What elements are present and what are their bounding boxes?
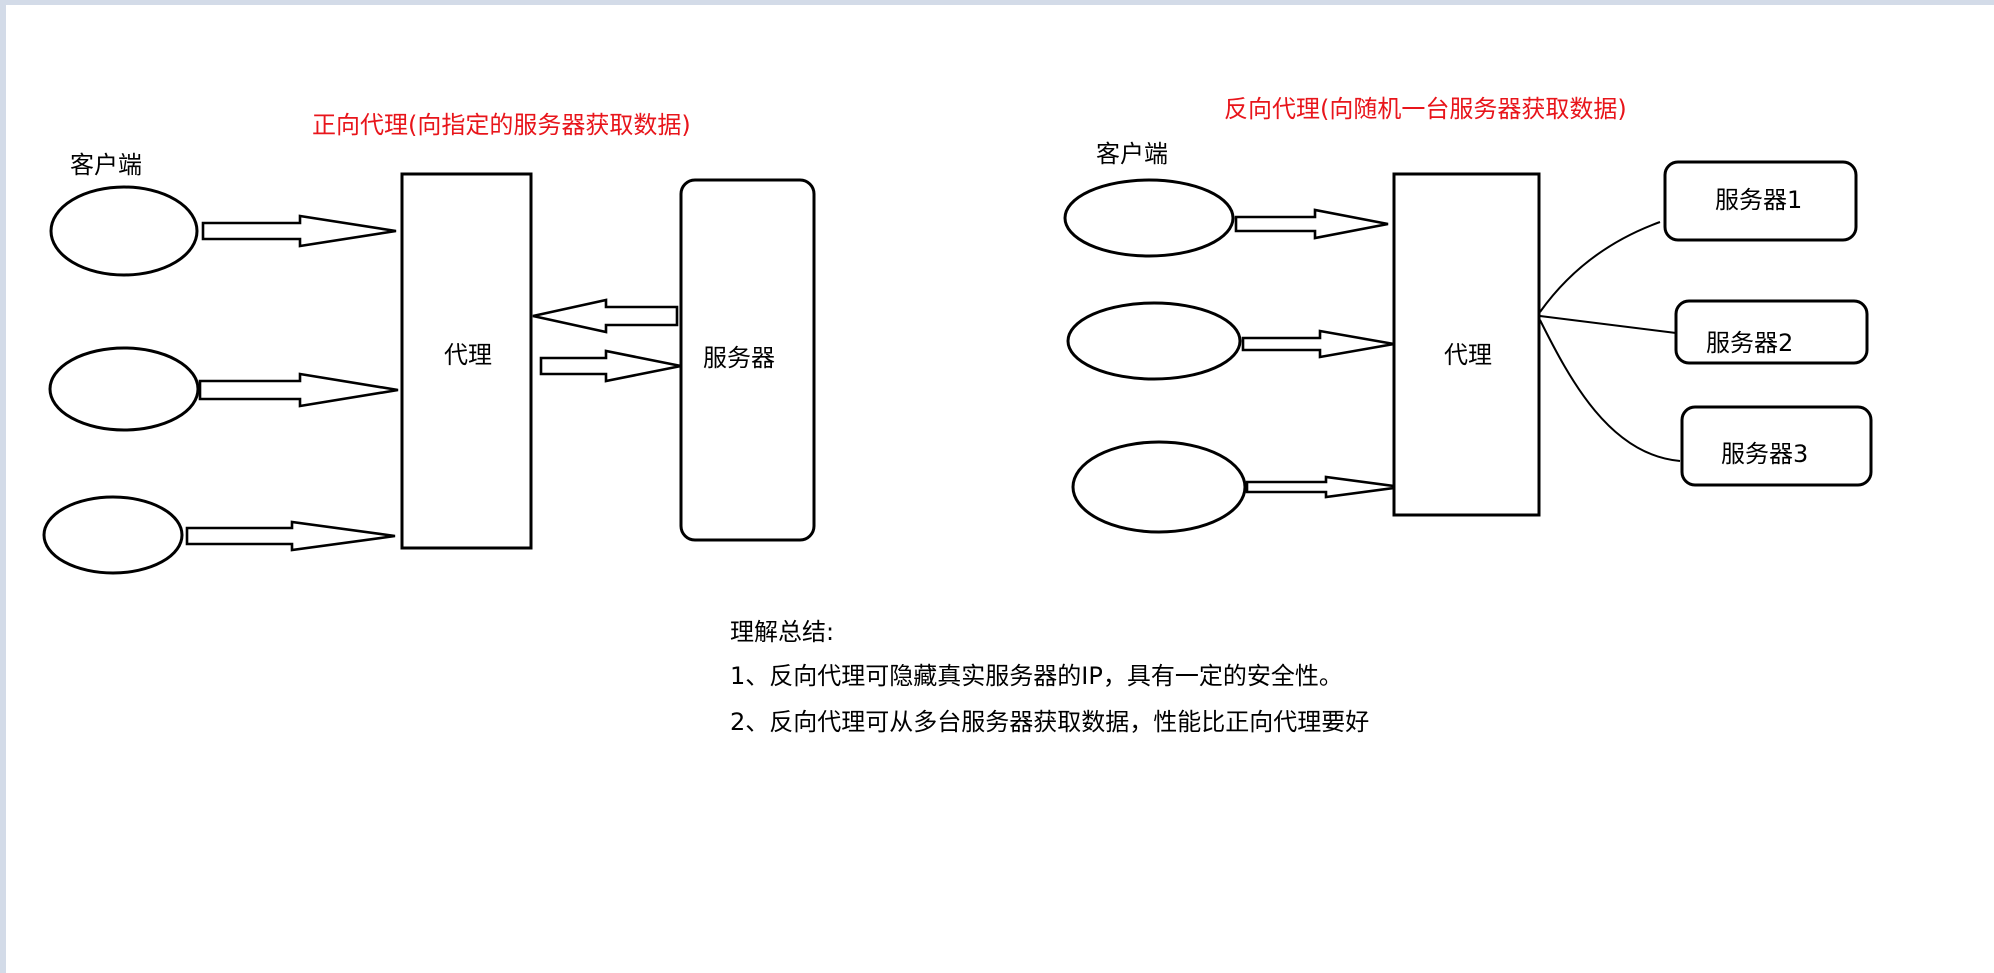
reverse-proxy-box xyxy=(1392,172,1541,517)
summary-heading: 理解总结: xyxy=(730,618,835,646)
summary-point-1: 1、反向代理可隐藏真实服务器的IP，具有一定的安全性。 xyxy=(730,662,1343,690)
reverse-link-server-3 xyxy=(1539,319,1681,462)
reverse-proxy-label: 代理 xyxy=(1444,341,1492,369)
forward-arrow-client-1 xyxy=(201,214,397,248)
forward-proxy-section: 正向代理(向指定的服务器获取数据) 客户端 代理 服务器 xyxy=(42,111,816,575)
diagram-canvas xyxy=(6,5,1994,973)
summary-point-2: 2、反向代理可从多台服务器获取数据，性能比正向代理要好 xyxy=(730,708,1370,736)
reverse-client-2 xyxy=(1066,301,1242,381)
reverse-server-1-box xyxy=(1663,160,1858,242)
forward-server-box xyxy=(679,178,816,542)
reverse-proxy-section: 反向代理(向随机一台服务器获取数据) 客户端 代理 服务器1 服务器2 服务器3 xyxy=(1063,95,1873,534)
forward-proxy-title: 正向代理(向指定的服务器获取数据) xyxy=(312,111,691,139)
reverse-server-2-label: 服务器2 xyxy=(1706,329,1793,357)
reverse-server-2-box xyxy=(1674,299,1869,365)
forward-arrow-server-to-proxy xyxy=(532,298,679,334)
forward-client-2 xyxy=(48,346,200,432)
forward-server-label: 服务器 xyxy=(703,344,775,372)
forward-client-3 xyxy=(42,495,184,575)
forward-client-1 xyxy=(49,185,199,277)
reverse-client-1 xyxy=(1063,178,1235,258)
reverse-client-3 xyxy=(1071,440,1247,534)
reverse-arrow-client-3 xyxy=(1245,475,1402,499)
reverse-arrow-client-1 xyxy=(1234,208,1389,240)
reverse-server-3-box xyxy=(1680,405,1873,487)
reverse-server-3-label: 服务器3 xyxy=(1721,440,1808,468)
forward-arrow-proxy-to-server xyxy=(539,349,682,383)
forward-arrow-client-2 xyxy=(198,372,399,408)
reverse-server-1-label: 服务器1 xyxy=(1715,186,1802,214)
reverse-link-server-2 xyxy=(1539,315,1677,334)
reverse-arrow-client-2 xyxy=(1241,329,1395,359)
reverse-link-server-1 xyxy=(1539,221,1661,313)
forward-proxy-label: 代理 xyxy=(444,341,492,369)
reverse-proxy-title: 反向代理(向随机一台服务器获取数据) xyxy=(1224,95,1627,123)
forward-arrow-client-3 xyxy=(185,520,396,552)
forward-proxy-box xyxy=(400,172,533,550)
forward-client-label: 客户端 xyxy=(70,151,142,179)
reverse-client-label: 客户端 xyxy=(1096,140,1168,168)
